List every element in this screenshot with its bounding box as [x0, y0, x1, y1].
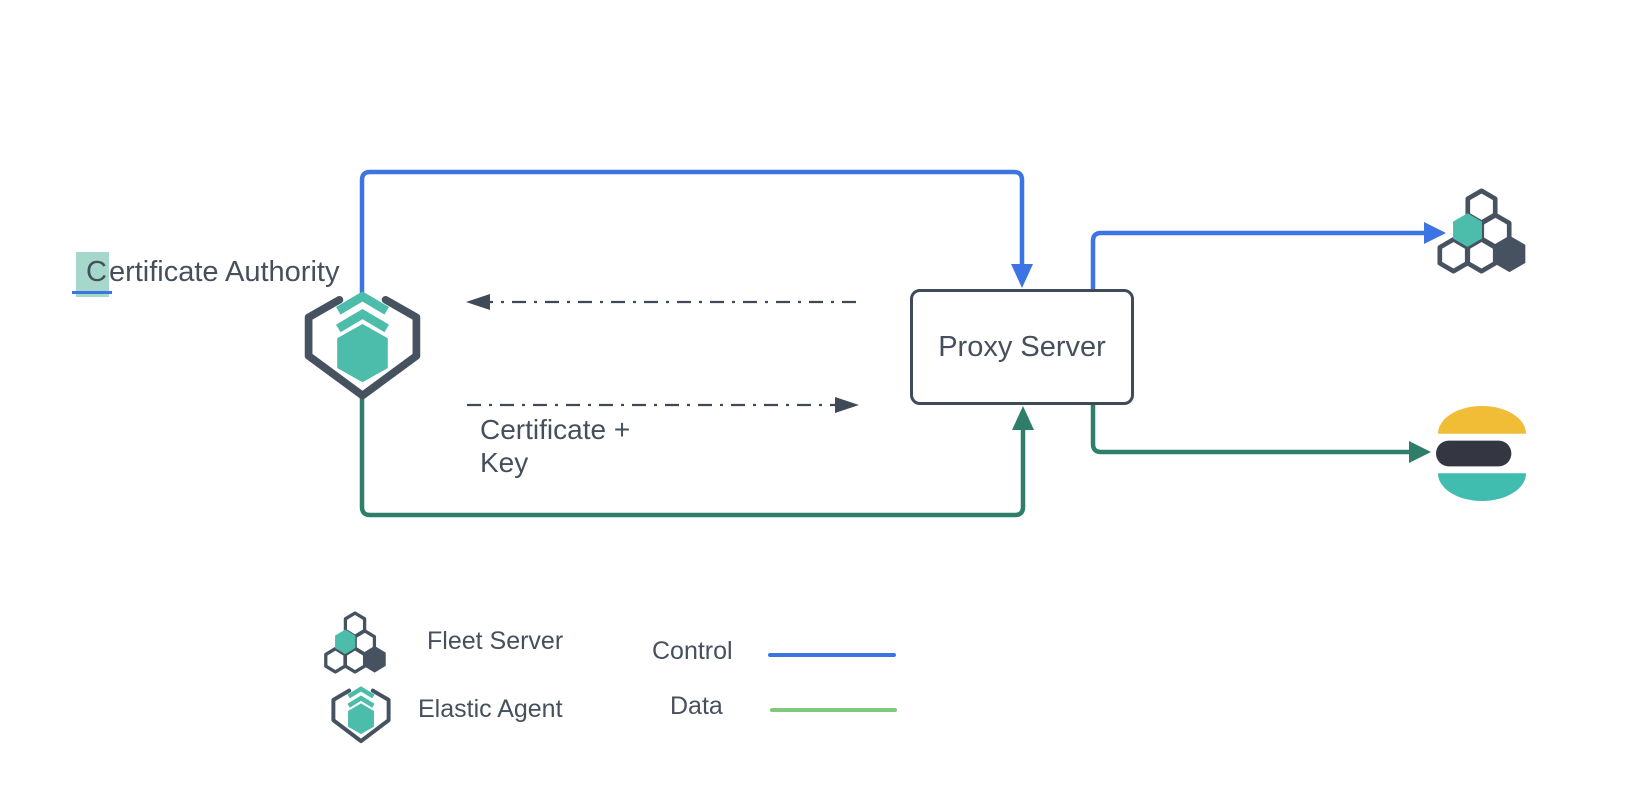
legend-data-label: Data: [670, 692, 723, 720]
certificate-key-label[interactable]: Certificate + Key: [480, 414, 631, 478]
elastic-agent-icon[interactable]: [302, 291, 423, 401]
proxy-server-label: Proxy Server: [938, 330, 1106, 363]
label-text: ertificate Authority: [108, 256, 340, 288]
legend-elastic-agent-label: Elastic Agent: [418, 695, 563, 723]
connector-data-proxy-to-elasticsearch[interactable]: [1090, 404, 1431, 463]
proxy-server-box[interactable]: Proxy Server: [910, 289, 1134, 405]
legend-fleet-server-label: Fleet Server: [427, 627, 564, 655]
arrowhead-right-icon: [1424, 222, 1446, 244]
legend-data-line-swatch[interactable]: [770, 708, 897, 712]
arrowhead-right-icon: [1409, 441, 1431, 463]
arrowhead-down-icon: [1011, 264, 1033, 288]
arrowhead-left-icon: [466, 294, 490, 310]
connector-control-proxy-to-fleet[interactable]: [1090, 222, 1446, 289]
connector-control-agent-to-proxy[interactable]: [359, 169, 1033, 299]
fleet-server-icon[interactable]: [1433, 188, 1530, 274]
elastic-agent-icon[interactable]: [330, 686, 392, 744]
elasticsearch-logo[interactable]: [1436, 404, 1528, 503]
connector-data-agent-to-proxy[interactable]: [359, 394, 1034, 518]
selected-text: C: [76, 252, 109, 297]
legend-control-label: Control: [652, 637, 733, 665]
connector-cert-proxy-to-agent[interactable]: [466, 294, 856, 310]
legend-control-line-swatch[interactable]: [768, 653, 896, 657]
certificate-authority-label[interactable]: Certificate Authority: [76, 252, 340, 297]
arrowhead-right-icon: [835, 397, 859, 413]
fleet-server-icon[interactable]: [321, 611, 389, 675]
connector-cert-agent-to-proxy[interactable]: [467, 397, 859, 413]
text-caret-underline: [72, 291, 112, 294]
arrowhead-up-icon: [1012, 406, 1034, 430]
